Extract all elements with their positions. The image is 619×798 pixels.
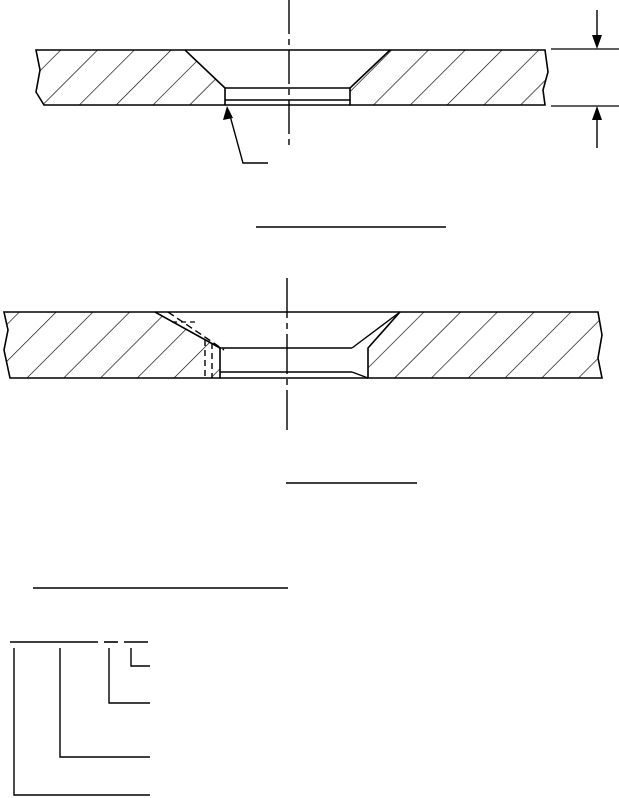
field-leader-2 xyxy=(108,648,150,704)
bottom-plate-left xyxy=(3,311,221,379)
thickness-dimension xyxy=(551,10,619,148)
part-number-breakdown xyxy=(10,587,288,796)
top-section-view xyxy=(35,0,619,228)
bottom-countersink-hole xyxy=(155,311,401,379)
top-plate-left xyxy=(35,49,226,106)
field-leader-3 xyxy=(59,648,150,758)
bottom-section-view xyxy=(3,278,603,484)
bottom-wear-dashes xyxy=(167,311,225,378)
top-leader-arrow xyxy=(223,106,268,164)
bottom-plate-right xyxy=(367,311,603,379)
top-plate-right xyxy=(349,49,549,106)
field-leader-4 xyxy=(13,648,150,796)
field-leader-1 xyxy=(130,648,150,667)
top-countersink-hole xyxy=(185,49,390,106)
